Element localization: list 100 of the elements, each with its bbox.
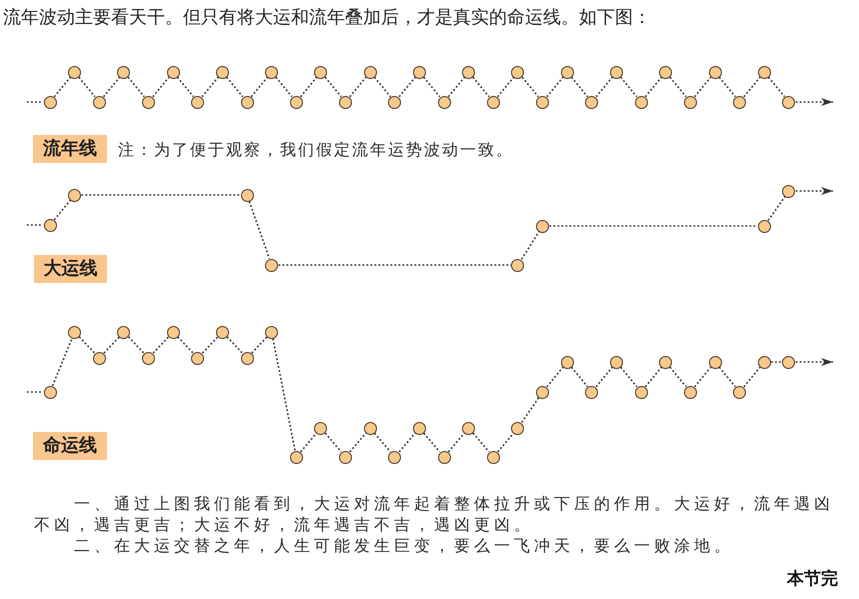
point-marker: [708, 356, 722, 368]
point-marker: [610, 66, 623, 78]
point-marker: [585, 96, 598, 108]
point-marker: [782, 184, 796, 198]
point-marker: [240, 188, 254, 202]
point-marker: [68, 66, 82, 78]
point-marker: [659, 66, 672, 78]
point-marker: [536, 386, 550, 398]
connector-line: [472, 432, 490, 452]
connector-line: [275, 76, 293, 98]
connector-line: [324, 76, 342, 98]
note-text: 注：为了便于观察，我们假定流年运势波动一致。: [118, 139, 514, 161]
connector-line: [152, 336, 170, 354]
connector-line: [620, 366, 638, 388]
connector-line: [300, 432, 318, 452]
connector-line: [644, 76, 662, 98]
connector-line: [570, 366, 588, 388]
arrow: [796, 187, 833, 195]
connector-line: [472, 76, 490, 98]
connector-line: [27, 224, 44, 226]
line-label: 大运线: [34, 255, 107, 283]
connector-line: [202, 336, 218, 354]
point-marker: [536, 220, 550, 232]
connector-line: [768, 196, 786, 221]
point-marker: [117, 66, 130, 78]
connector-line: [152, 76, 170, 98]
connector-line: [423, 432, 440, 452]
connector-line: [448, 76, 466, 98]
paragraph: 一、通过上图我们能看到，大运对流年起着整体拉升或下压的作用。大运好，流年遇凶不凶，遇吉更吉；大运不好，流年遇吉不吉，遇凶更凶。: [34, 493, 835, 535]
connector-line: [248, 201, 270, 259]
connector-line: [398, 432, 416, 452]
point-marker: [634, 386, 648, 398]
point-marker: [438, 96, 451, 108]
point-marker: [412, 66, 426, 78]
point-marker: [388, 96, 402, 108]
point-marker: [610, 356, 623, 368]
connector-line: [374, 76, 392, 98]
connector-line: [669, 76, 687, 98]
point-marker: [216, 66, 229, 78]
connector-line: [549, 225, 758, 227]
connector-line: [570, 76, 588, 98]
connector-line: [546, 366, 564, 388]
point-marker: [68, 326, 82, 338]
connector-line: [78, 76, 96, 98]
point-marker: [585, 386, 598, 398]
connector-line: [81, 194, 240, 196]
point-marker: [117, 326, 130, 338]
point-marker: [511, 422, 524, 434]
connector-line: [546, 76, 564, 98]
section-end-text: 本节完: [787, 568, 838, 590]
point-marker: [44, 386, 56, 398]
connector-line: [448, 432, 465, 452]
point-marker: [412, 422, 426, 434]
connector-line: [201, 76, 219, 98]
point-marker: [684, 96, 697, 108]
point-marker: [560, 356, 574, 368]
point-marker: [462, 422, 476, 434]
connector-line: [669, 366, 687, 388]
connector-line: [768, 76, 786, 98]
point-marker: [634, 96, 648, 108]
connector-line: [278, 264, 512, 266]
point-marker: [560, 66, 574, 78]
point-marker: [290, 450, 303, 464]
connector-line: [128, 76, 145, 98]
point-marker: [758, 66, 771, 78]
connector-line: [423, 76, 440, 98]
point-marker: [191, 352, 204, 364]
connector-line: [78, 336, 96, 354]
point-marker: [314, 422, 328, 434]
connector-line: [128, 336, 144, 354]
point-marker: [191, 96, 204, 108]
connector-line: [374, 432, 392, 452]
point-marker: [684, 386, 697, 398]
connector-line: [176, 76, 194, 98]
connector-line: [177, 336, 194, 354]
point-marker: [758, 220, 771, 232]
connector-line: [521, 397, 540, 423]
connector-line: [250, 76, 268, 98]
connector-line: [743, 366, 761, 388]
line-label: 流年线: [33, 135, 107, 163]
connector-line: [27, 101, 44, 103]
point-marker: [44, 96, 56, 108]
point-marker: [364, 66, 377, 78]
point-marker: [733, 96, 746, 108]
connector-line: [54, 76, 71, 98]
line-label: 命运线: [33, 432, 107, 460]
connector-line: [771, 361, 782, 363]
arrow: [796, 98, 833, 106]
connector-line: [251, 336, 268, 354]
connector-line: [694, 366, 712, 388]
point-marker: [388, 450, 402, 464]
connector-line: [718, 366, 736, 388]
point-marker: [364, 422, 377, 434]
point-marker: [339, 96, 352, 108]
connector-line: [620, 76, 638, 98]
point-marker: [438, 450, 451, 464]
point-marker: [511, 66, 524, 78]
connector-line: [596, 366, 613, 388]
point-marker: [782, 96, 796, 108]
point-marker: [290, 96, 303, 108]
